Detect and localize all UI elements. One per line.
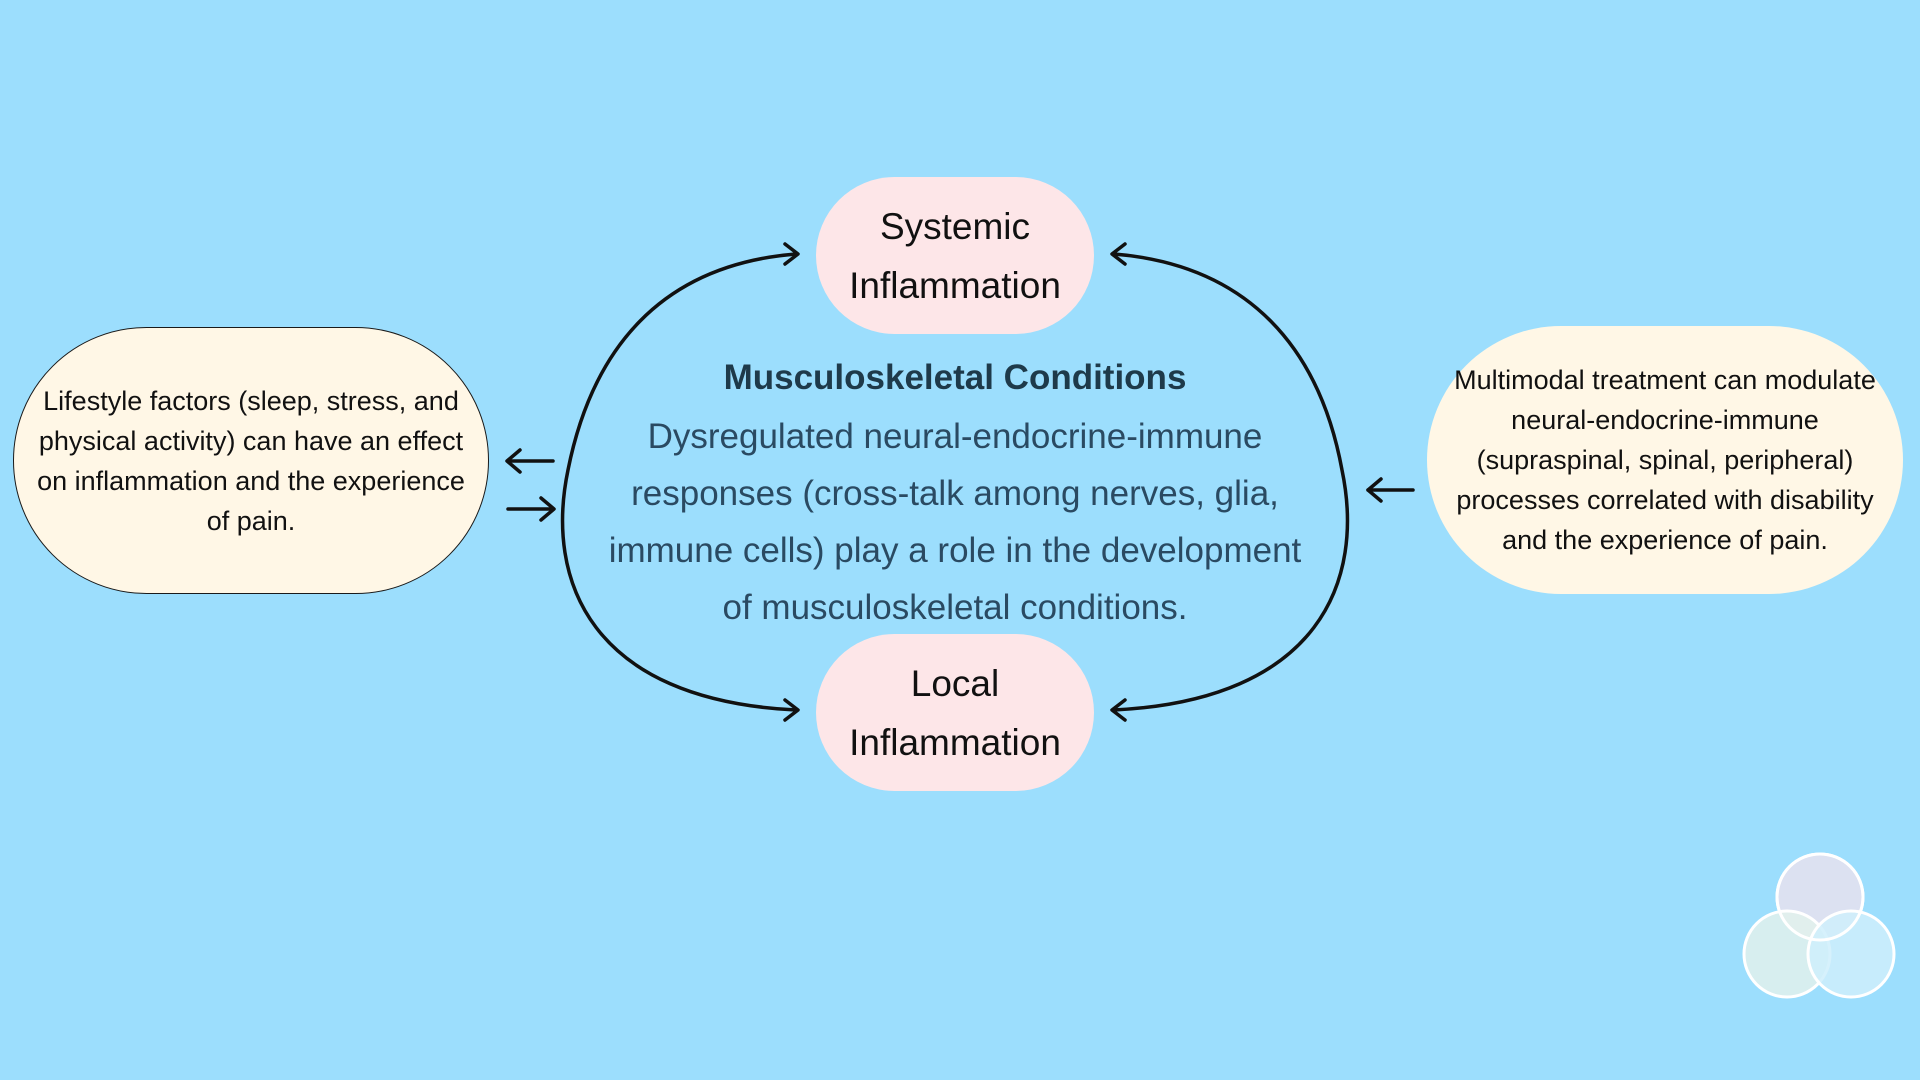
arrow-left-out-icon	[505, 448, 555, 474]
right-cycle-arc	[1113, 252, 1350, 712]
center-title: Musculoskeletal Conditions	[723, 358, 1187, 397]
multimodal-treatment-text: Multimodal treatment can modulate neural…	[1454, 365, 1876, 555]
local-label-line1: Local	[910, 662, 1000, 704]
multimodal-treatment-box: Multimodal treatment can modulate neural…	[1427, 326, 1903, 594]
center-body: Dysregulated neural-endocrine-immune res…	[608, 417, 1302, 627]
center-description: Musculoskeletal Conditions Dysregulated …	[600, 348, 1310, 636]
three-circles-logo-icon	[1742, 852, 1896, 999]
arrow-right-in-icon	[506, 496, 556, 522]
systemic-inflammation-node: Systemic Inflammation	[816, 177, 1094, 334]
local-label-line2: Inflammation	[849, 721, 1061, 763]
systemic-label-line2: Inflammation	[849, 264, 1061, 306]
lifestyle-factors-box: Lifestyle factors (sleep, stress, and ph…	[13, 327, 489, 594]
left-cycle-arc	[560, 252, 797, 712]
arrowhead-left-top-icon	[783, 242, 800, 266]
arrowhead-right-top-icon	[1110, 242, 1127, 266]
lifestyle-factors-text: Lifestyle factors (sleep, stress, and ph…	[37, 385, 465, 536]
systemic-label-line1: Systemic	[879, 205, 1031, 247]
arrow-treatment-in-icon	[1366, 477, 1415, 503]
local-inflammation-node: Local Inflammation	[816, 634, 1094, 791]
arrowhead-right-bottom-icon	[1110, 698, 1127, 722]
arrowhead-left-bottom-icon	[783, 698, 800, 722]
